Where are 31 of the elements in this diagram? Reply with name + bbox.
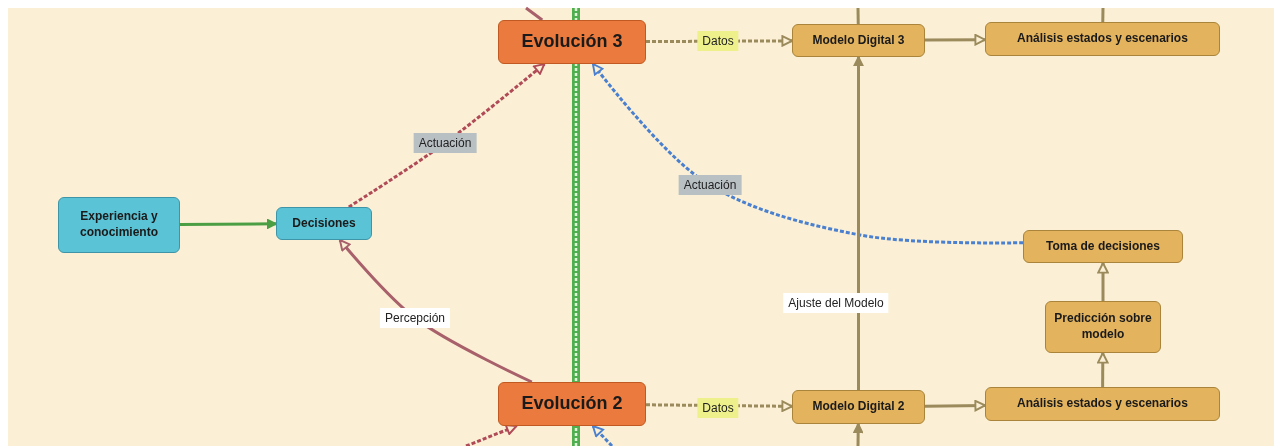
arrow <box>925 399 986 412</box>
process-box: Toma de decisiones <box>1023 230 1183 263</box>
arrow <box>591 63 1024 245</box>
arrow <box>925 34 986 46</box>
process-box: Decisiones <box>276 207 372 240</box>
arrow <box>348 62 546 209</box>
connector-line <box>856 7 860 25</box>
edge-label: Actuación <box>413 133 477 153</box>
connector-line <box>1101 7 1105 23</box>
edge-label: Datos <box>697 31 739 51</box>
connector-line <box>525 6 544 22</box>
arrow <box>853 423 864 446</box>
arrow <box>591 424 614 446</box>
arrow <box>338 239 533 384</box>
edge-label: Percepción <box>380 308 450 328</box>
stage-box: Evolución 3 <box>498 20 646 64</box>
process-box: Modelo Digital 2 <box>792 390 925 424</box>
edge-label: Datos <box>697 398 739 418</box>
arrow <box>465 424 518 446</box>
edge-label: Actuación <box>678 175 742 195</box>
arrow <box>853 56 864 390</box>
process-box: Experiencia y conocimiento <box>58 197 180 253</box>
process-box: Análisis estados y escenarios <box>985 22 1220 56</box>
arrow <box>1097 262 1109 301</box>
stage-box: Evolución 2 <box>498 382 646 426</box>
arrow <box>1097 352 1109 387</box>
process-box: Modelo Digital 3 <box>792 24 925 57</box>
process-box: Predicción sobre modelo <box>1045 301 1161 353</box>
arrow <box>180 218 277 229</box>
edge-label: Ajuste del Modelo <box>783 293 889 313</box>
process-box: Análisis estados y escenarios <box>985 387 1220 421</box>
